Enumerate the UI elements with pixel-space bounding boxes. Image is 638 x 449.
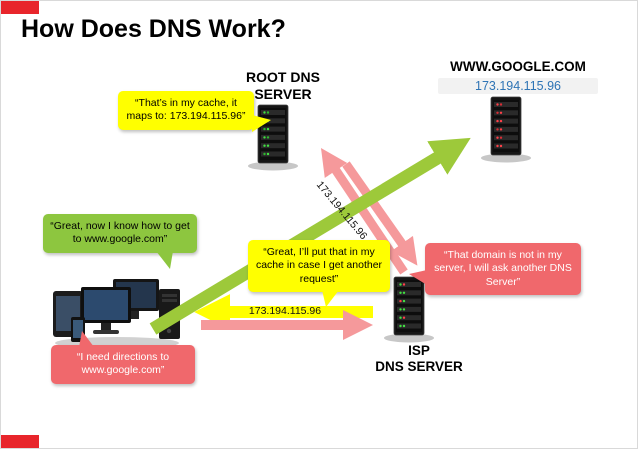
isp-cache-bubble: “Great, I’ll put that in my cache in cas… — [248, 240, 390, 308]
client-request-bubble-tail — [79, 331, 94, 347]
client-success-bubble-tail — [156, 250, 173, 269]
isp-referral-bubble: “That domain is not in my server, I will… — [409, 243, 581, 296]
corner-accent-bottom — [1, 435, 39, 448]
isp-dns-server-icon — [384, 276, 434, 343]
isp-cache-bubble-tail — [322, 290, 339, 308]
client-request-bubble: “I need directions to www.google.com” — [51, 331, 195, 384]
isp-referral-text: “That domain is not in my server, I will… — [434, 249, 572, 288]
root-to-isp-arrow — [342, 161, 418, 266]
page-title: How Does DNS Work? — [21, 15, 286, 43]
isp-to-client-ip-label: 173.194.115.96 — [248, 305, 322, 317]
client-success-bubble: “Great, now I know how to get to www.goo… — [43, 214, 197, 269]
isp-dns-server-label: ISP DNS SERVER — [359, 343, 479, 375]
root-reply-bubble-tail — [252, 115, 271, 132]
isp-referral-bubble-tail — [409, 270, 427, 286]
corner-accent-top — [1, 1, 39, 14]
isp-label-line2: DNS SERVER — [375, 358, 463, 374]
client-success-text: “Great, now I know how to get to www.goo… — [50, 220, 190, 246]
google-ip-label: 173.194.115.96 — [438, 78, 598, 94]
client-request-text: “I need directions to www.google.com” — [76, 351, 170, 377]
google-domain-label: WWW.GOOGLE.COM — [450, 59, 586, 74]
root-reply-text: “That’s in my cache, it maps to: 173.194… — [126, 97, 246, 123]
isp-cache-text: “Great, I’ll put that in my cache in cas… — [255, 246, 383, 285]
google-server-icon — [481, 96, 531, 163]
isp-label-line1: ISP — [408, 343, 430, 358]
root-reply-bubble: “That’s in my cache, it maps to: 173.194… — [118, 91, 271, 132]
root-dns-server-label: ROOT DNS SERVER — [246, 69, 320, 102]
